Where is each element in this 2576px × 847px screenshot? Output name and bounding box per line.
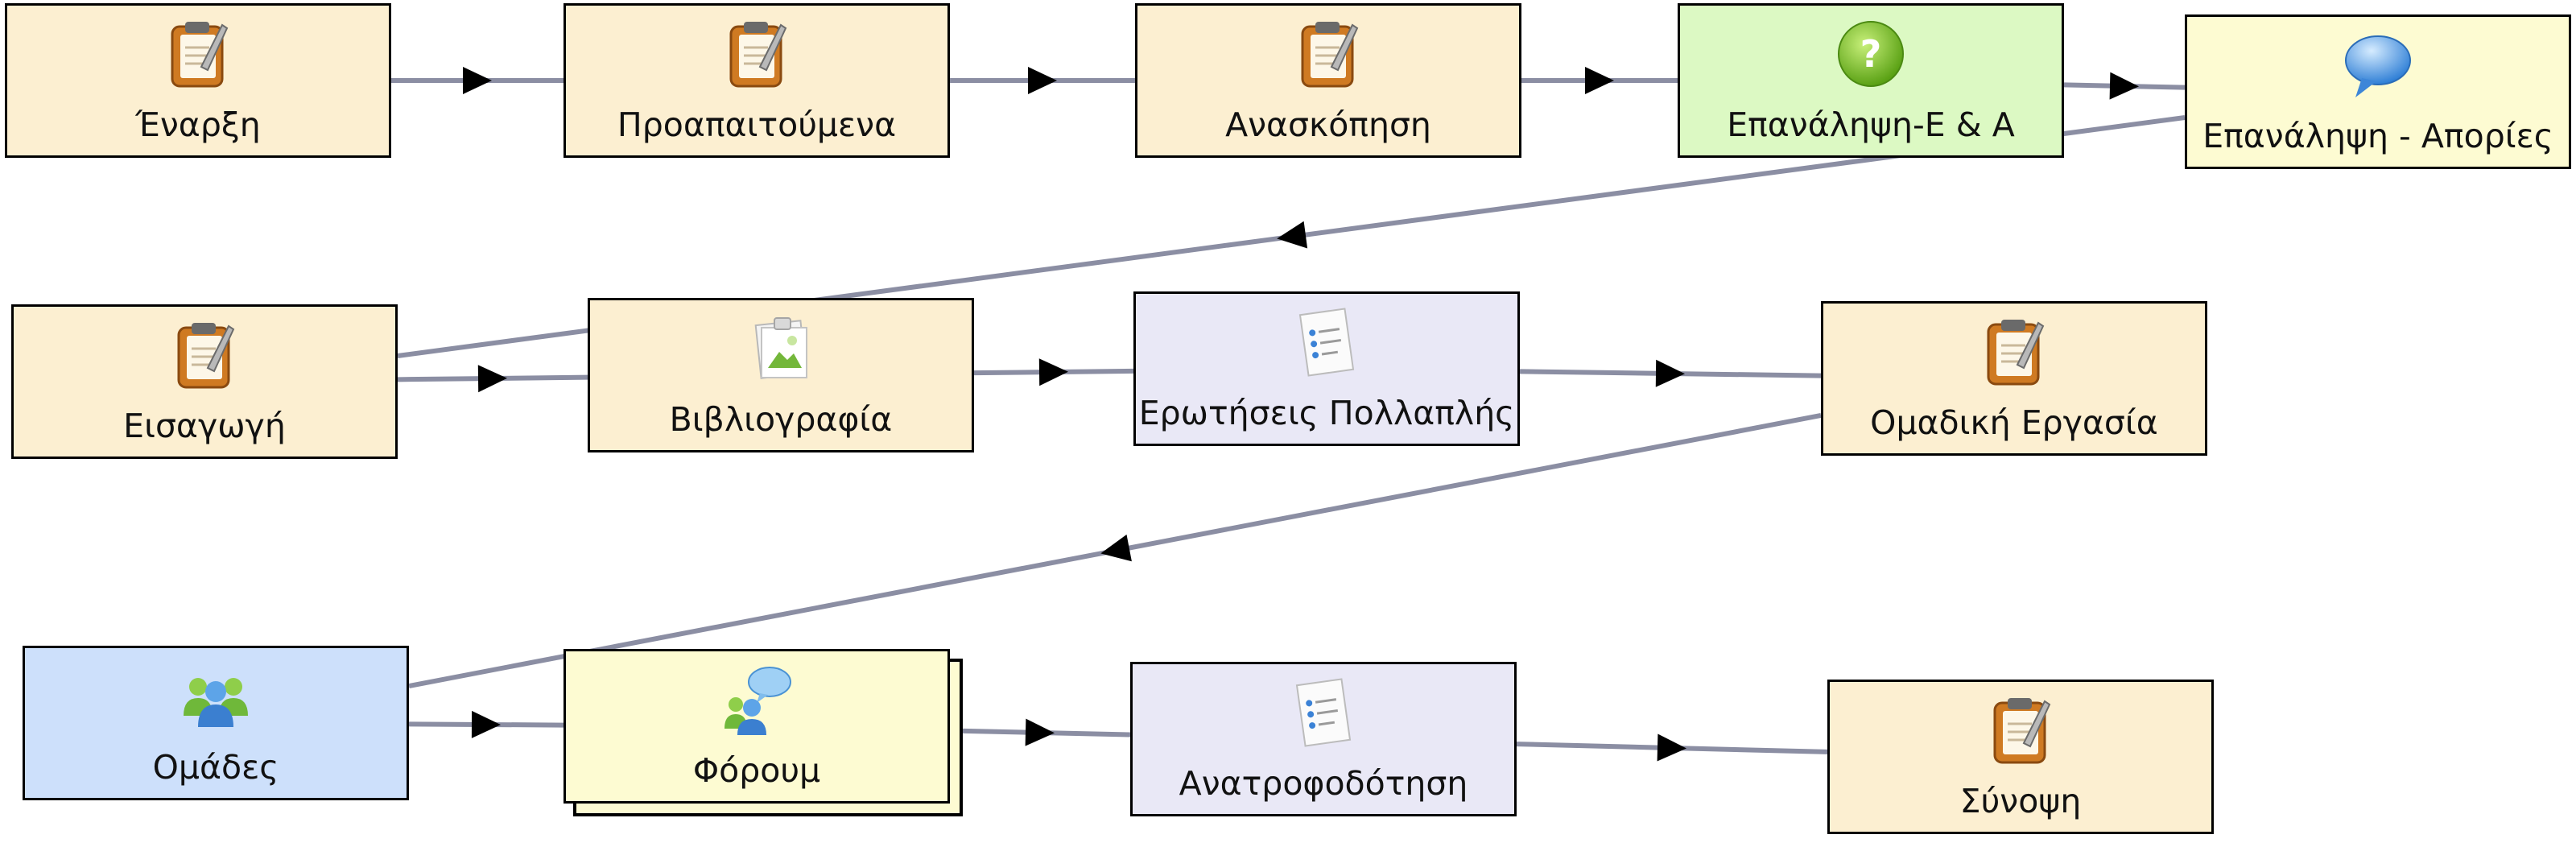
arrow-head-icon	[1657, 733, 1686, 762]
svg-text:?: ?	[1860, 32, 1882, 76]
arrow-head-icon	[1038, 358, 1068, 386]
node-label: Εισαγωγή	[123, 407, 286, 445]
arrow-head-icon	[1028, 67, 1057, 94]
notebook-icon	[720, 17, 794, 91]
node-anatrofodotisi[interactable]: Ανατροφοδότηση	[1130, 662, 1517, 816]
chat-bubble-icon	[2341, 28, 2415, 102]
forum-icon	[720, 663, 794, 737]
picture-icon	[744, 312, 818, 386]
node-label: Προαπαιτούμενα	[617, 105, 897, 144]
notebook-icon	[161, 17, 235, 91]
node-anaskopisi[interactable]: Ανασκόπηση	[1135, 3, 1521, 158]
arrow-head-icon	[1655, 359, 1685, 387]
node-label: Ανασκόπηση	[1225, 105, 1431, 144]
node-erotiseis[interactable]: Ερωτήσεις Πολλαπλής	[1133, 291, 1520, 446]
node-omadiki-ergasia[interactable]: Ομαδική Εργασία	[1821, 301, 2207, 456]
node-label: Ομάδες	[152, 748, 279, 787]
arrow-head-icon	[1277, 221, 1308, 249]
node-vivliografia[interactable]: Βιβλιογραφία	[588, 298, 974, 452]
node-label: Ερωτήσεις Πολλαπλής	[1138, 394, 1515, 432]
node-enarxi[interactable]: Έναρξη	[5, 3, 391, 158]
checklist-icon	[1290, 305, 1364, 379]
node-label: Επανάληψη - Απορίες	[2202, 117, 2553, 155]
arrow-head-icon	[463, 67, 492, 94]
arrow-head-icon	[1585, 67, 1614, 94]
node-epanalipsi-apories[interactable]: Επανάληψη - Απορίες	[2185, 14, 2571, 169]
node-omades[interactable]: Ομάδες	[23, 646, 409, 800]
node-label: Ανατροφοδότηση	[1179, 764, 1468, 803]
node-label: Σύνοψη	[1959, 782, 2082, 820]
question-icon: ?	[1834, 17, 1908, 91]
node-eisagogi[interactable]: Εισαγωγή	[11, 304, 398, 459]
notebook-icon	[1984, 693, 2058, 767]
arrow-head-icon	[477, 365, 507, 393]
notebook-icon	[1291, 17, 1365, 91]
arrow-head-icon	[1100, 534, 1132, 562]
checklist-icon	[1286, 676, 1360, 750]
node-epanalipsi-qa[interactable]: ? Επανάληψη-Ε & Α	[1678, 3, 2064, 158]
node-proapaitoumena[interactable]: Προαπαιτούμενα	[564, 3, 950, 158]
node-label: Έναρξη	[135, 105, 261, 144]
notebook-icon	[1977, 315, 2051, 389]
node-label: Βιβλιογραφία	[669, 400, 893, 439]
node-label: Φόρουμ	[692, 751, 821, 790]
node-foroum[interactable]: Φόρουμ	[564, 649, 950, 804]
notebook-icon	[167, 318, 242, 392]
arrow-head-icon	[471, 710, 501, 738]
node-label: Επανάληψη-Ε & Α	[1727, 105, 2015, 144]
arrow-head-icon	[2109, 72, 2139, 100]
node-synopsi[interactable]: Σύνοψη	[1827, 680, 2214, 834]
group-icon	[179, 659, 253, 733]
node-label: Ομαδική Εργασία	[1870, 403, 2158, 442]
arrow-head-icon	[1025, 718, 1055, 746]
